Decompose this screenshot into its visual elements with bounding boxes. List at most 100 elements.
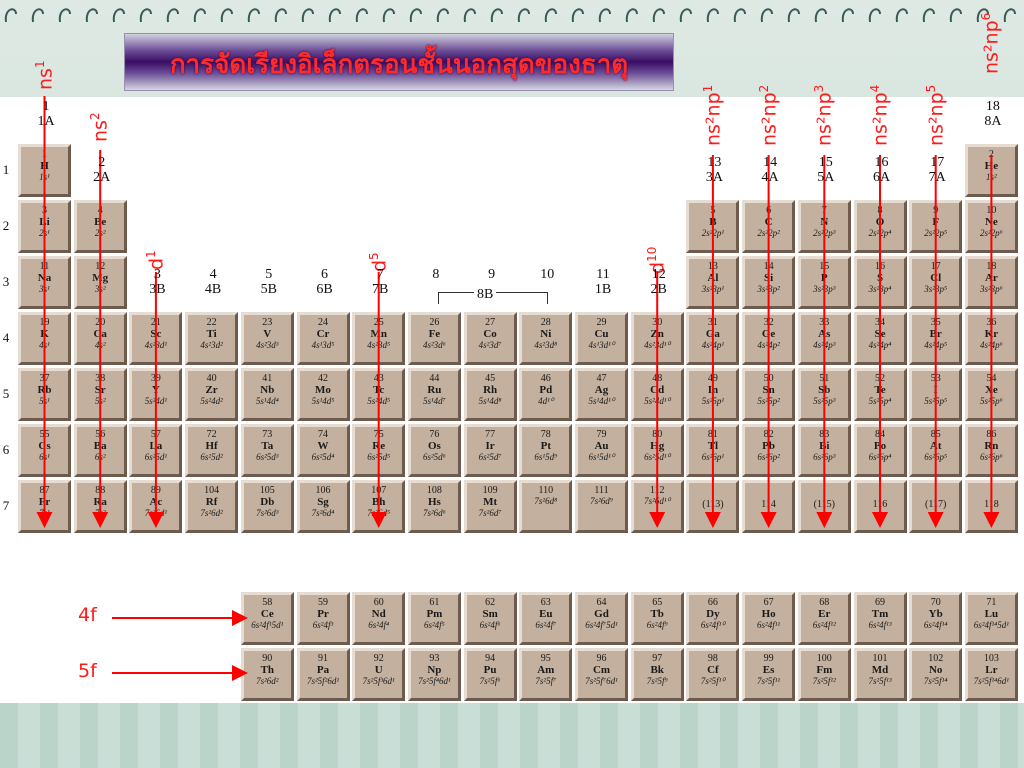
electron-configuration: 4s¹3d⁵ [311, 339, 335, 350]
atomic-number: 44 [429, 373, 440, 384]
atomic-number: 47 [596, 373, 607, 384]
electron-configuration: 6s¹5d¹⁰ [588, 451, 615, 462]
electron-configuration: 4s¹ [39, 339, 50, 350]
electron-configuration: 6s¹5d⁹ [534, 451, 558, 462]
period-label: 3 [2, 274, 10, 289]
element-symbol: Pm [426, 607, 443, 620]
atomic-number: 100 [816, 653, 832, 664]
spiral-ring [382, 8, 395, 23]
element-symbol: Md [871, 663, 889, 676]
title-banner: การจัดเรียงอิเล็กตรอนชั้นนอกสุดของธาตุ [124, 33, 674, 91]
element-symbol: Pt [540, 439, 551, 452]
element-symbol: Os [427, 439, 441, 452]
element-symbol: Be [94, 215, 107, 228]
element-symbol: Dy [706, 607, 720, 620]
element-symbol: W [317, 439, 329, 452]
atomic-number: 94 [485, 653, 496, 664]
element-symbol: Np [427, 663, 442, 676]
element-symbol: Hf [205, 439, 218, 452]
electron-configuration: 6s²4f¹¹ [757, 619, 781, 630]
element-symbol: Rh [483, 383, 498, 396]
element-symbol: Rn [984, 439, 999, 452]
electron-configuration: 7s²6d⁹ [590, 495, 613, 506]
group-number: 18 [985, 99, 1000, 114]
atomic-number: 79 [596, 429, 607, 440]
electron-configuration: 7s²5f³6d¹ [362, 675, 395, 686]
f-block-label: 5f [78, 660, 97, 682]
element-tile: 116 [853, 480, 907, 533]
element-symbol: Am [537, 663, 555, 676]
spiral-ring [787, 8, 800, 23]
element-symbol: Bi [819, 439, 830, 452]
electron-configuration: 6s² [94, 451, 106, 462]
electron-configuration: 6s²5d⁶ [422, 451, 446, 462]
element-symbol: As [818, 327, 831, 340]
element-symbol: Fr [38, 495, 51, 508]
electron-configuration: 6s²5d² [200, 451, 223, 462]
group-roman: 1B [594, 281, 612, 297]
spiral-ring [4, 8, 17, 23]
element-symbol: Ta [261, 439, 274, 452]
spiral-ring [571, 8, 584, 23]
spiral-ring [85, 8, 98, 23]
atomic-number: 99 [763, 653, 774, 664]
atomic-number: 69 [875, 597, 885, 608]
electron-configuration: 4s²3d³ [256, 339, 279, 350]
element-symbol: Ar [984, 271, 998, 284]
electron-configuration: 4s² [94, 339, 106, 350]
spiral-ring [247, 8, 260, 23]
electron-configuration: 5s¹4d⁸ [478, 395, 502, 406]
element-symbol: Cu [594, 327, 609, 340]
spiral-ring [1003, 8, 1016, 23]
annotation-superscript: 4 [868, 84, 882, 93]
spiral-ring [274, 8, 287, 23]
group-label: 10 [519, 267, 575, 283]
group-number: 13 [707, 155, 722, 170]
electron-configuration: 2s²2p⁴ [868, 227, 892, 238]
atomic-number: 116 [872, 499, 888, 510]
group-number: 7 [376, 267, 384, 282]
element-symbol: Br [929, 327, 942, 340]
element-symbol: Tc [373, 383, 385, 396]
electron-configuration: 5s² [94, 395, 106, 406]
electron-configuration: 6s¹ [39, 451, 50, 462]
electron-configuration: 6s²5d⁵ [367, 451, 391, 462]
atomic-number: 27 [485, 317, 496, 328]
element-symbol: C [764, 215, 773, 228]
electron-configuration: 4s²3d⁸ [534, 339, 558, 350]
element-symbol: P [820, 271, 828, 284]
electron-configuration: 6s²4f¹³ [868, 619, 892, 630]
electron-configuration: 4s²4p³ [813, 339, 836, 350]
electron-configuration: 7s²5f⁷6d¹ [585, 675, 618, 686]
group-roman: 5A [817, 169, 835, 185]
element-symbol: Li [39, 215, 50, 228]
element-symbol: Ir [485, 439, 495, 452]
element-symbol: Ce [260, 607, 274, 620]
element-symbol: Tm [871, 607, 889, 620]
